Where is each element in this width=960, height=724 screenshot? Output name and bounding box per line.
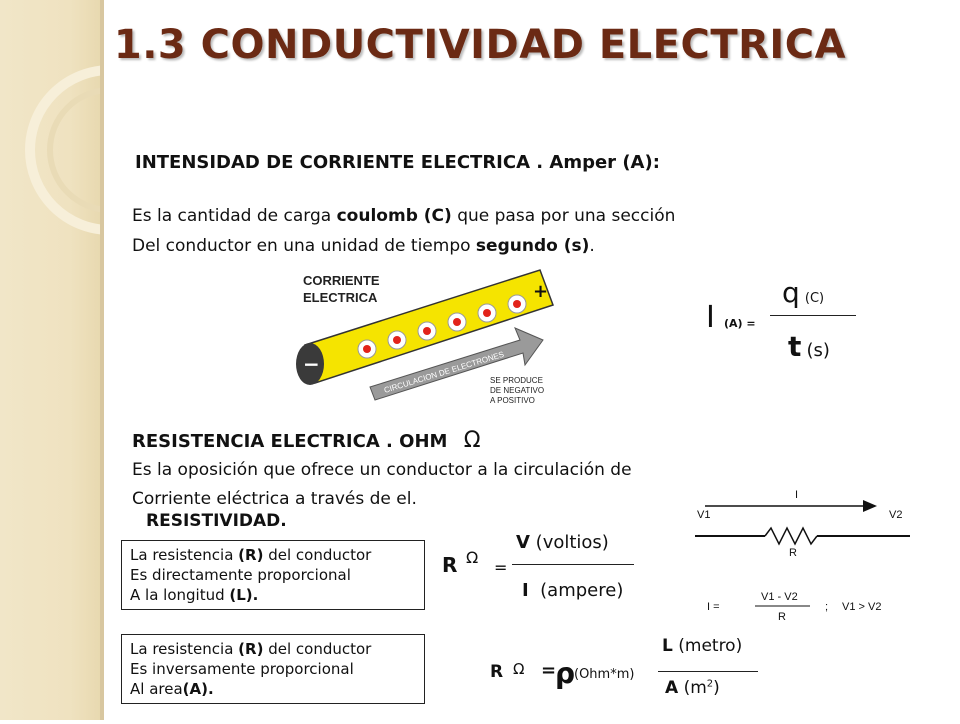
formula-r-fraction-bar [512,564,634,565]
page-title: 1.3 CONDUCTIVIDAD ELECTRICA [113,22,847,68]
sidebar-divider [100,0,104,720]
text-span: del conductor [263,546,372,564]
numerator-unit: (metro) [678,636,743,656]
text-span: La resistencia [130,546,239,564]
bold-span: (R) [238,546,264,564]
resistencia-line-1: Es la oposición que ofrece un conductor … [132,460,632,480]
denominator-symbol: A [665,678,679,698]
box-line: La resistencia (R) del conductor [130,639,416,659]
denominator-exponent: 2 [706,678,714,690]
intensidad-heading: INTENSIDAD DE CORRIENTE ELECTRICA . Ampe… [135,152,660,173]
diagram-label-1: CORRIENTE [303,273,380,288]
denominator-unit: (m [683,678,707,698]
box-line: La resistencia (R) del conductor [130,545,416,565]
electron-particles [357,294,527,359]
sidebar-circles [25,65,195,235]
numerator-symbol: q [782,276,800,309]
text-span: Al area [130,680,183,698]
bold-span: coulomb (C) [336,206,452,226]
formula-r-equals: = [494,558,508,577]
formula-r-denominator: I (ampere) [522,580,623,601]
denominator-symbol: I [522,580,529,601]
formula-rho-fraction-bar [658,671,758,672]
numerator-symbol: L [662,636,673,656]
negative-end [296,343,324,385]
formula-rho-omega: Ω [513,660,525,678]
resistencia-line-2: Corriente eléctrica a través de el. [132,489,417,509]
decorative-sidebar [0,0,195,720]
resistencia-heading-text: RESISTENCIA ELECTRICA . OHM [132,431,448,452]
denominator-close: ) [713,678,720,698]
formula-r-omega: Ω [466,548,479,567]
formula-rho-lhs: R [490,662,504,682]
info-box-inverse: La resistencia (R) del conductor Es inve… [121,634,425,704]
formula-r-lhs: R [442,553,458,577]
ohm-eq-numerator: V1 - V2 [761,591,798,603]
circuit-diagram: I V1 V2 R I = V1 - V2 R ; V1 > V2 [695,489,910,623]
denominator-unit: (ampere) [540,580,624,601]
arrow-text: CIRCULACION DE ELECTRONES [383,350,505,395]
text-span: que pasa por una sección [451,206,676,226]
ohm-eq-separator: ; [825,601,828,613]
minus-sign: − [303,352,320,376]
resistor-symbol [764,526,818,546]
omega-icon: Ω [463,428,481,453]
formula-i-numerator: q (C) [782,276,824,309]
numerator-unit: (voltios) [535,532,609,553]
box-line: Al area(A). [130,679,416,699]
diagram-label-2: ELECTRICA [303,290,378,305]
rho-unit: (Ohm*m) [574,667,635,682]
info-box-direct: La resistencia (R) del conductor Es dire… [121,540,425,610]
numerator-unit: (C) [804,291,825,306]
text-span: La resistencia [130,640,239,658]
text-span: del conductor [263,640,372,658]
current-arrow-head [863,500,877,512]
formula-i-lhs: I [706,300,715,335]
bold-span: (L). [229,586,259,604]
current-diagram: CORRIENTE ELECTRICA − + CIRCULACION DE E… [296,269,554,405]
v1-label: V1 [697,509,710,521]
formula-rho-denominator: A (m2) [665,678,720,698]
rho-symbol: ρ [555,657,576,690]
text-span: Es la cantidad de carga [132,206,337,226]
text-span: A la longitud [130,586,230,604]
intensidad-line-1: Es la cantidad de carga coulomb (C) que … [132,206,675,226]
text-span: . [589,236,595,256]
diagram-note-1: SE PRODUCE [490,376,543,385]
bold-span: (A). [182,680,214,698]
denominator-unit: (s) [806,340,830,361]
formula-i-lhs-sub: (A) = [724,317,756,330]
box-line: Es directamente proporcional [130,566,351,584]
formula-i-denominator: t (s) [788,330,830,363]
box-line: Es inversamente proporcional [130,660,354,678]
formula-rho-numerator: L (metro) [662,636,742,656]
bold-span: (R) [238,640,264,658]
numerator-symbol: V [516,532,530,553]
ohm-eq-condition: V1 > V2 [842,601,881,613]
box-line: A la longitud (L). [130,585,416,605]
resistor-label: R [789,547,797,559]
ohm-eq-lhs: I = [707,601,720,613]
resistividad-heading: RESISTIVIDAD. [146,511,287,531]
formula-rho-equals: = [541,660,557,681]
formula-r-numerator: V (voltios) [516,532,609,553]
diagram-note-3: A POSITIVO [490,396,535,405]
text-span: Del conductor en una unidad de tiempo [132,236,476,256]
resistencia-heading: RESISTENCIA ELECTRICA . OHM Ω [132,428,481,453]
formula-i-fraction-bar [770,315,856,316]
diagram-note-2: DE NEGATIVO [490,386,544,395]
bold-span: segundo (s) [475,236,590,256]
plus-sign: + [533,281,548,302]
denominator-symbol: t [788,330,802,363]
flow-arrow [369,327,544,401]
v2-label: V2 [889,509,902,521]
current-label: I [795,489,798,501]
intensidad-line-2: Del conductor en una unidad de tiempo se… [132,236,595,256]
ohm-eq-denominator: R [778,611,786,623]
